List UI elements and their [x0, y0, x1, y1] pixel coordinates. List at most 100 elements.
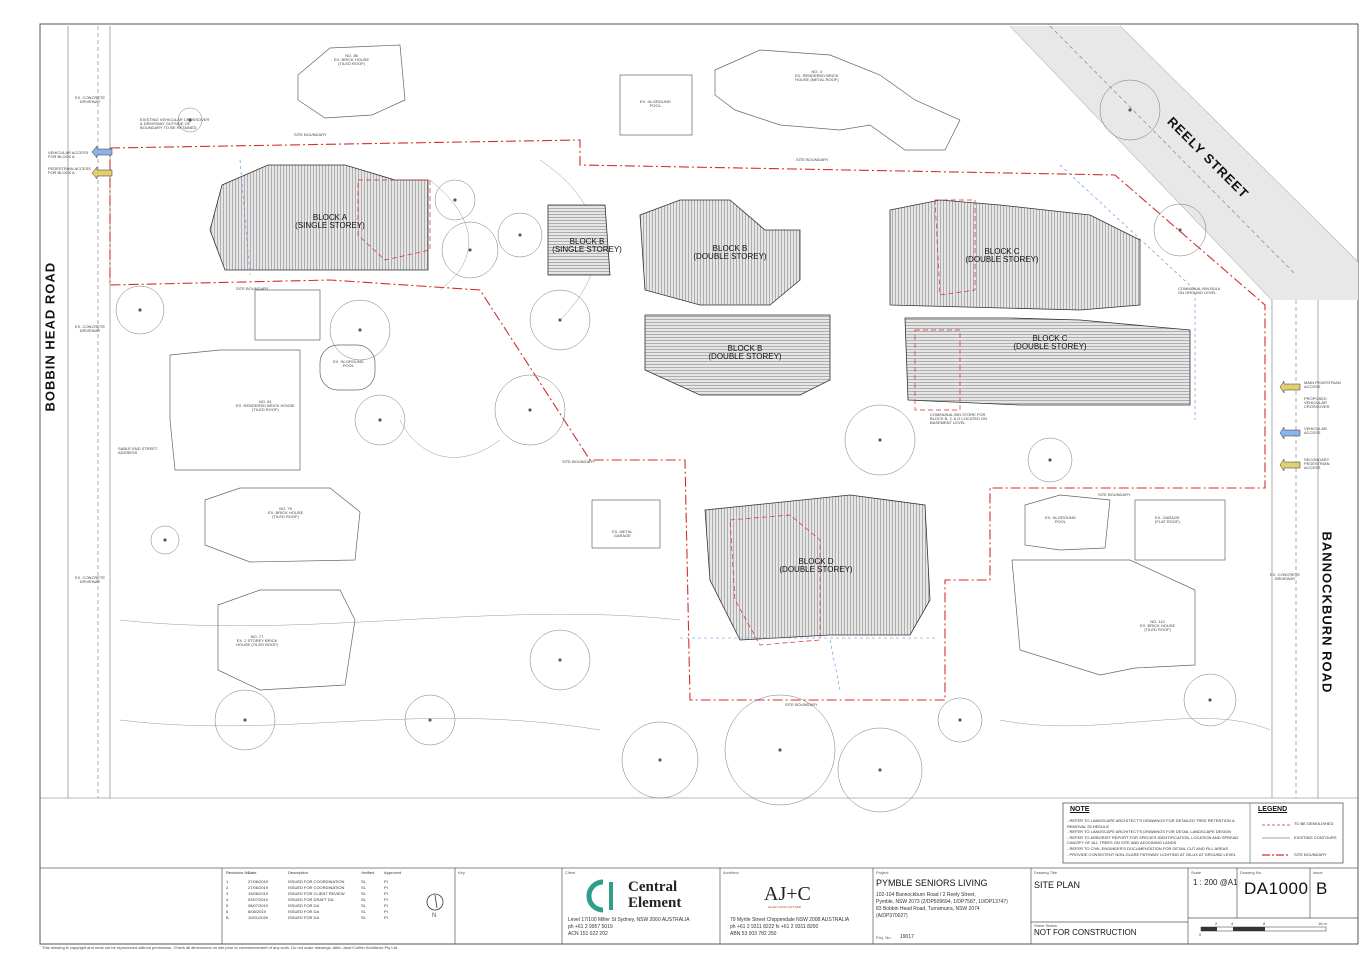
revision-header-cell: Verified [361, 870, 375, 875]
revision-cell: PI [384, 891, 388, 896]
client-phone: ph +61 2 9957 5019 [568, 924, 613, 930]
project-name: PYMBLE SENIORS LIVING [876, 878, 988, 888]
block-b3-name: BLOCK B [727, 344, 763, 353]
revision-cell: 1 [226, 879, 229, 884]
tree-canopy-icon [404, 694, 456, 746]
block-c1-storey: (DOUBLE STOREY) [965, 255, 1039, 264]
proposed-blocks [209, 164, 1191, 641]
scale-tick-3: 8 [1263, 921, 1266, 926]
client-name-line-2: Element [628, 895, 682, 911]
revision-cell: ISSUED FOR COORDINATION [288, 879, 345, 884]
tree-trunk-icon [243, 718, 247, 722]
access-arrows [91, 145, 1301, 472]
drawing-number-label: Drawing No. [1240, 870, 1263, 875]
bin-store-note: COMMUNAL BIN STORE FOR BLOCK B, C & D LO… [930, 412, 988, 425]
architect-label: Architect [723, 870, 739, 875]
pool-top-label: EX. IN-GROUND POOL [640, 99, 671, 108]
notes-box [1062, 802, 1344, 864]
neighbour-no4-label: NO. 4 EX. RENDERED BRICK HOUSE (METAL RO… [795, 69, 839, 82]
note-line: - PROVIDE CONSISTENT NON-GLARE PATHWAY L… [1067, 851, 1236, 857]
revision-cell: SL [361, 897, 366, 902]
trees [115, 79, 1237, 813]
tree-canopy-icon [354, 394, 406, 446]
tree-trunk-icon [428, 718, 432, 722]
tree-canopy-icon [937, 697, 983, 743]
block-b-double-label-1: BLOCK B(DOUBLE STOREY) [690, 245, 770, 261]
site-boundary-label-6: SITE BOUNDARY [562, 459, 595, 464]
tree-canopy-icon [724, 694, 836, 806]
revision-cell: 08/07/2019 [248, 903, 269, 908]
site-boundary-label-1: SITE BOUNDARY [294, 132, 327, 137]
block-d-label: BLOCK D(DOUBLE STOREY) [776, 558, 856, 574]
legend-heading: LEGEND [1258, 806, 1288, 813]
tree-trunk-icon [878, 438, 882, 442]
revision-cell: PI [384, 903, 388, 908]
block-d-roof [704, 494, 931, 641]
scale-bar [1200, 926, 1327, 932]
revision-cell: SL [361, 891, 366, 896]
note-line: - REFER TO LANDSCAPE ARCHITECT'S DRAWING… [1067, 829, 1232, 835]
revision-cell: 03/07/2019 [248, 897, 269, 902]
tree-trunk-icon [528, 408, 532, 412]
block-b1-name: BLOCK B [569, 237, 605, 246]
tree-trunk-icon [778, 748, 782, 752]
legend-item-contours: EXISTING CONTOURS [1294, 835, 1337, 840]
tree-canopy-icon [1183, 673, 1237, 727]
revision-cell: 19/08/2019 [248, 891, 269, 896]
drawing-title-label: Drawing Title [1034, 870, 1058, 875]
note-line: REMOVAL SCHEDULE [1067, 823, 1110, 829]
revision-cell: 27/06/2019 [248, 885, 269, 890]
revision-cell: 27/06/2019 [248, 879, 269, 884]
legend-item-demolished: TO BE DEMOLISHED [1294, 821, 1334, 826]
client-acn: ACN 151 022 202 [568, 931, 608, 937]
architect-tagline: ALLEN JACK+COTTIER [768, 905, 801, 909]
project-address-1: 102-104 Bannockburn Road / 2 Reely Stree… [876, 892, 976, 898]
tree-canopy-icon [621, 721, 699, 799]
scale-tick-2: 4 [1231, 921, 1234, 926]
notes-list: - REFER TO LANDSCAPE ARCHITECT'S DRAWING… [1067, 818, 1238, 857]
site-boundary-label-4: SITE BOUNDARY [1098, 492, 1131, 497]
block-b2-name: BLOCK B [712, 244, 748, 253]
project-number: 19017 [900, 934, 914, 940]
crossover-note: EXISTING VEHICULAR CROSSOVER & DRIVEWAY … [140, 117, 210, 130]
notes-heading: NOTE [1070, 806, 1090, 813]
revision-cell: SL [361, 915, 366, 920]
block-c-roof-2 [904, 317, 1191, 406]
block-d-name: BLOCK D [798, 557, 834, 566]
architect-phone: ph +61 2 9311 8222 fx +61 2 9311 8200 [730, 924, 819, 930]
revision-cell: PI [384, 879, 388, 884]
tree-trunk-icon [518, 233, 522, 237]
tree-trunk-icon [958, 718, 962, 722]
metal-garage-label: EX. METAL GARAGE [612, 529, 633, 538]
tree-canopy-icon [214, 689, 276, 751]
revision-cell: SL [361, 903, 366, 908]
block-b1-storey: (SINGLE STOREY) [552, 245, 622, 254]
revision-cell: ISSUED FOR CLIENT REVIEW [288, 891, 345, 896]
revision-header-cell: Approved [384, 870, 402, 875]
block-b-double-label-2: BLOCK B(DOUBLE STOREY) [700, 345, 790, 361]
tree-canopy-icon [441, 221, 499, 279]
neighbour-no110-label: NO. 110 EX. BRICK HOUSE (TILED ROOF) [1140, 619, 1176, 632]
proposed-crossover-label: PROPOSED VEHICULAR CROSSOVER [1304, 396, 1330, 409]
tree-trunk-icon [358, 328, 362, 332]
revision-cell: 2 [226, 885, 229, 890]
legend-item-boundary: SITE BOUNDARY [1294, 852, 1327, 857]
site-boundary-label-5: SITE BOUNDARY [785, 702, 818, 707]
block-b-single-roof [547, 204, 611, 276]
main-pedestrian-access-label: MAIN PEDESTRIAN ACCESS [1304, 380, 1341, 389]
site-boundary [109, 139, 1266, 701]
site-boundary-label-2: SITE BOUNDARY [796, 157, 829, 162]
north-label: N [432, 913, 437, 919]
tree-canopy-icon [837, 727, 923, 813]
tree-canopy-icon [177, 107, 203, 133]
revision-cell: B [226, 915, 229, 920]
tree-trunk-icon [1048, 458, 1052, 462]
tree-canopy-icon [1027, 437, 1073, 483]
neighbour-houses [169, 44, 1226, 691]
block-c1-name: BLOCK C [984, 247, 1020, 256]
garage-right-label: EX. GARAGE (FLAT ROOF) [1155, 515, 1180, 524]
tree-trunk-icon [1178, 228, 1182, 232]
revision-cell: 5 [226, 903, 229, 908]
block-c2-name: BLOCK C [1032, 334, 1068, 343]
